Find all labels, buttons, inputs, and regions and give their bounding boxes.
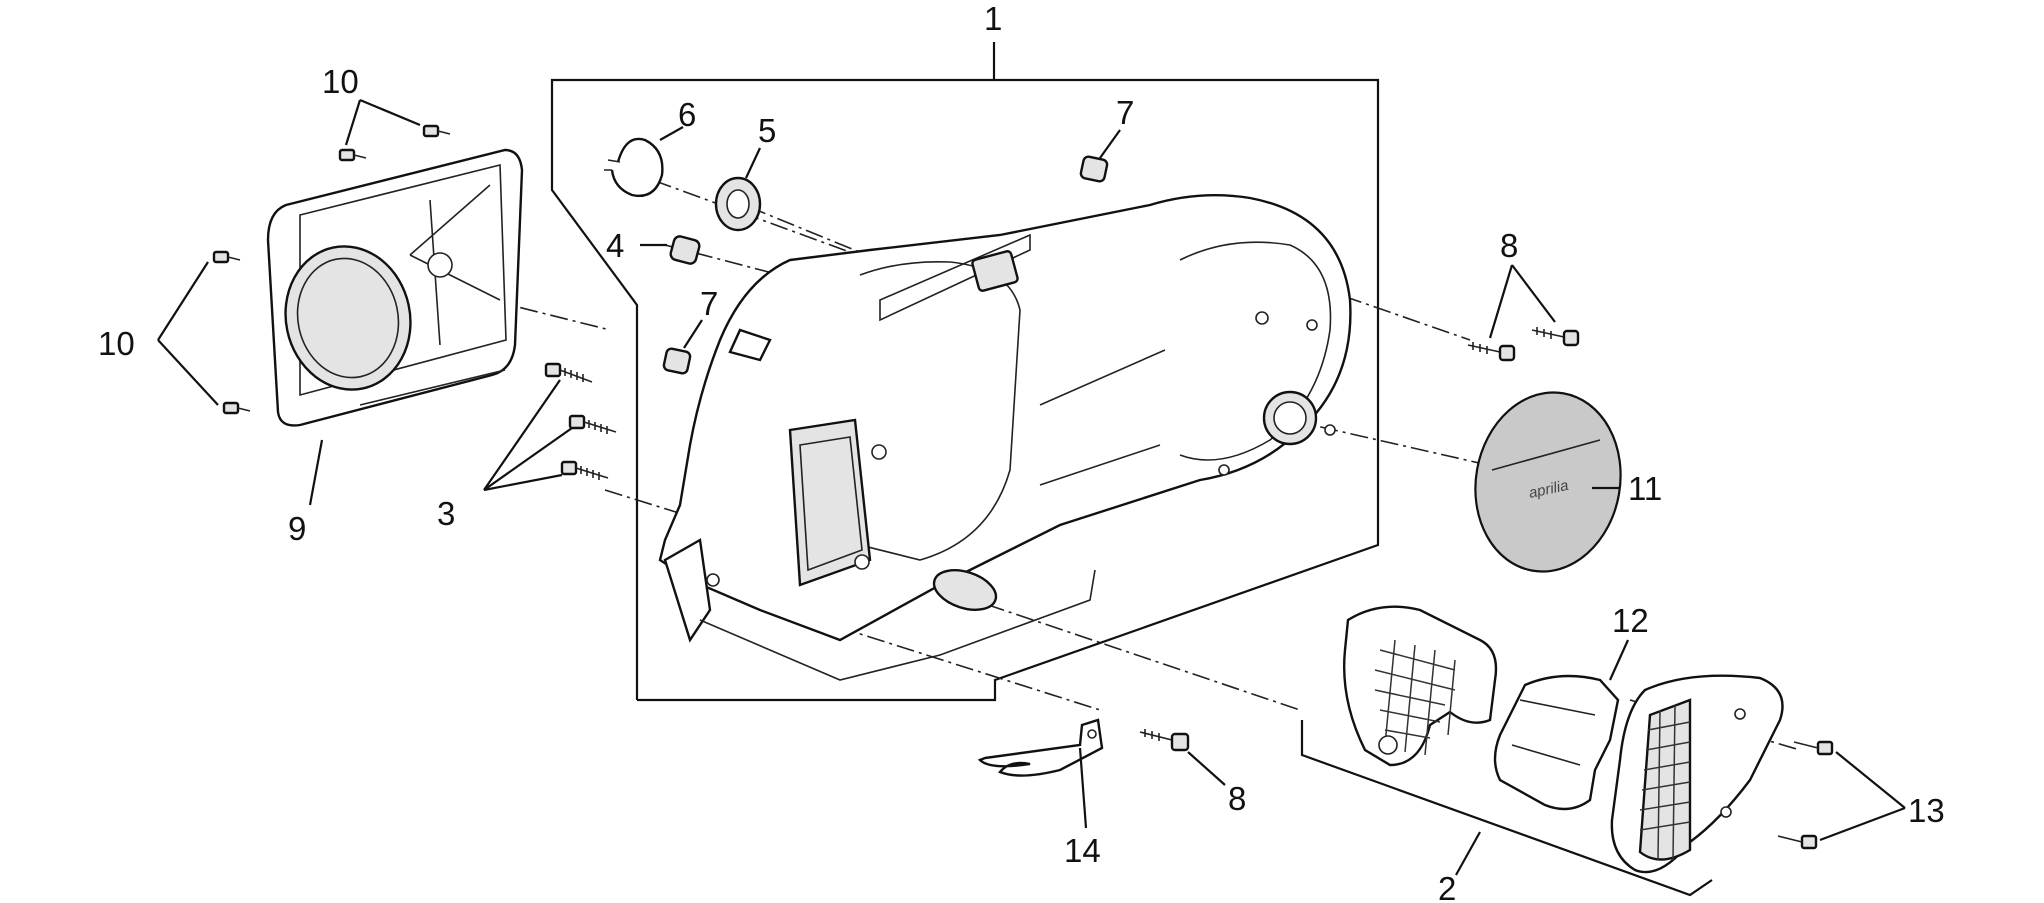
bearing-5 [714, 176, 762, 232]
screw-8-left [1467, 342, 1516, 362]
logo-cover-11: aprilia [1474, 391, 1622, 573]
callout-6: 6 [678, 96, 696, 133]
screw-3-top [544, 362, 593, 383]
callout-8-right: 8 [1500, 227, 1518, 264]
intake-housing-left [1342, 605, 1498, 767]
screw-10-left-bottom [222, 401, 251, 415]
callout-2: 2 [1438, 870, 1456, 903]
callout-5: 5 [758, 112, 776, 149]
callout-12: 12 [1612, 602, 1649, 639]
spring-clip-14 [977, 718, 1104, 777]
circlip-6 [604, 137, 664, 197]
screw-8-right [1531, 327, 1580, 347]
air-intake-assembly-2 [1300, 720, 1713, 897]
leader-lines [157, 98, 1906, 876]
assembly-bracket-1 [550, 42, 1380, 702]
screw-10-top-left [338, 148, 367, 162]
dowel-7-left [662, 347, 692, 375]
intake-grille-cover [1610, 674, 1784, 874]
screw-3-bottom [560, 460, 609, 480]
callout-10-left: 10 [98, 325, 135, 362]
inner-cover-plate [266, 148, 524, 427]
screw-3-middle [568, 414, 617, 434]
callout-14: 14 [1064, 832, 1101, 869]
screw-13-bottom [1777, 834, 1818, 850]
screw-13-top [1793, 740, 1834, 756]
callout-9: 9 [288, 510, 306, 547]
callout-13: 13 [1908, 792, 1945, 829]
callout-1: 1 [984, 0, 1002, 37]
callout-8-bottom: 8 [1228, 780, 1246, 817]
callout-11: 11 [1628, 470, 1662, 507]
screw-10-left-top [212, 250, 241, 264]
bush-4 [669, 235, 701, 265]
callout-7-left: 7 [700, 285, 718, 322]
callout-4: 4 [606, 227, 624, 264]
callout-labels: 1 2 3 4 5 6 7 7 8 8 9 10 10 11 12 13 14 [98, 0, 1945, 903]
transmission-cover [658, 194, 1352, 681]
screw-8-bottom [1139, 729, 1190, 752]
callout-10-top: 10 [322, 63, 359, 100]
dowel-7-top [1079, 155, 1109, 183]
screw-10-top-right [422, 124, 451, 138]
callout-3: 3 [437, 495, 455, 532]
filter-element-12 [1493, 674, 1620, 811]
callout-7-top: 7 [1116, 94, 1134, 131]
